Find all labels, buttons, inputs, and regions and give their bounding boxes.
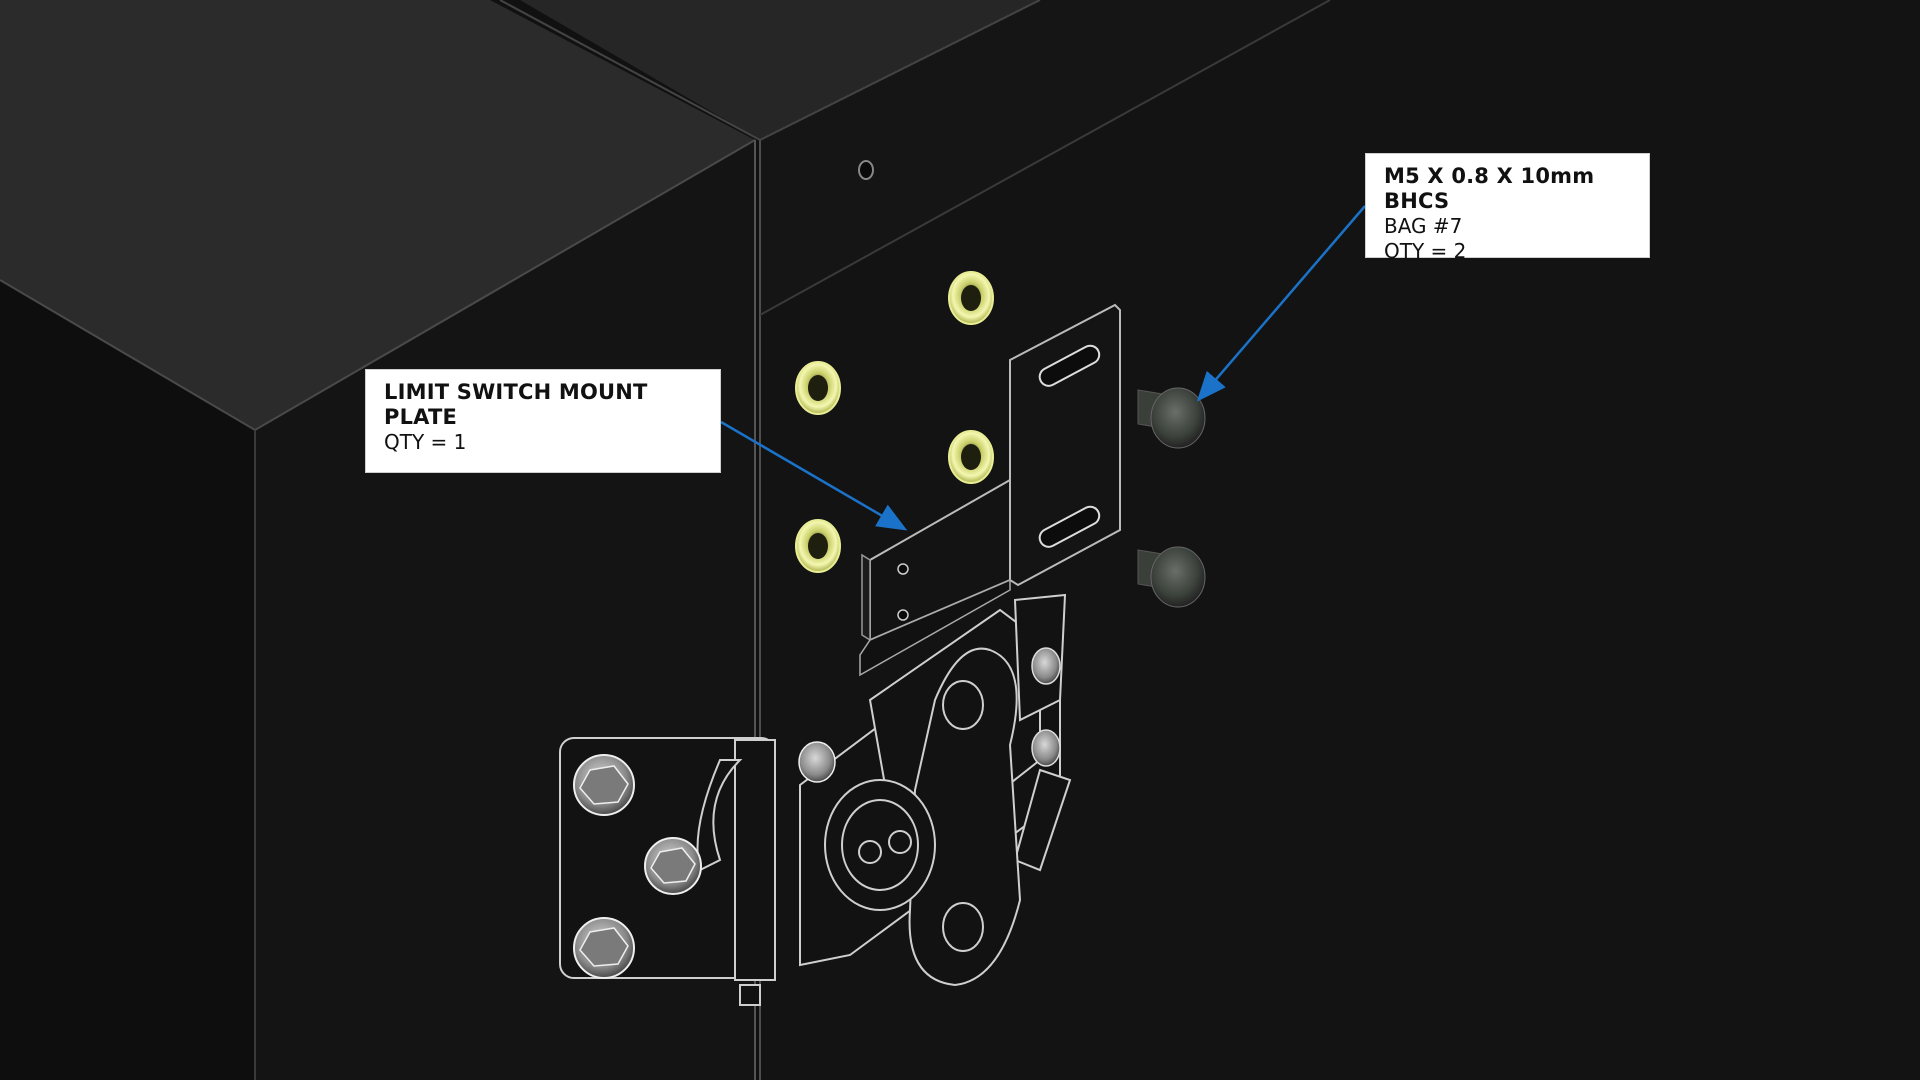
plate-callout-title-line2: PLATE [384,405,458,429]
plate-leader-arrow [720,420,908,531]
hex-flange-bolt-icon [573,647,1061,979]
screw-callout-bag: BAG #7 [1384,214,1463,238]
plate-callout-qty: QTY = 1 [384,430,467,454]
plate-callout-title-line1: LIMIT SWITCH MOUNT [384,380,648,404]
screw-callout-title-line1: M5 X 0.8 X 10mm [1384,164,1595,188]
limit-switch-mount-plate [859,303,1121,677]
screw-callout-qty: QTY = 2 [1384,239,1467,263]
yellow-rivnut-icon [795,271,994,573]
leader-arrows [720,205,1366,531]
screw-callout-title-line2: BHCS [1384,189,1450,213]
right-cabinet [499,0,1920,1080]
plate-callout: LIMIT SWITCH MOUNT PLATE QTY = 1 [365,369,721,473]
screw-callout: M5 X 0.8 X 10mm BHCS BAG #7 QTY = 2 [1365,153,1650,263]
draw-latch-icon [559,593,1072,1006]
button-head-cap-screw-icon [1137,387,1206,608]
screw-leader-arrow [1196,205,1366,402]
